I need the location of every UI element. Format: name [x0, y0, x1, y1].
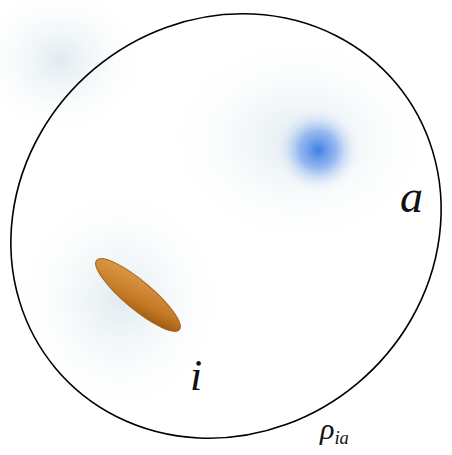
haze-patch — [10, 180, 230, 420]
region-label: ρia — [320, 414, 349, 444]
haze-patch — [0, 0, 150, 140]
orange-ellipse: i — [80, 250, 230, 400]
orange-ellipse-shape — [80, 250, 230, 400]
ellipse-symbol — [88, 250, 189, 341]
haze-patch — [160, 30, 440, 250]
blob-label: a — [400, 174, 423, 220]
ellipse-label: i — [190, 354, 202, 398]
blob-symbol — [276, 108, 360, 192]
blue-blob: a — [270, 100, 440, 230]
